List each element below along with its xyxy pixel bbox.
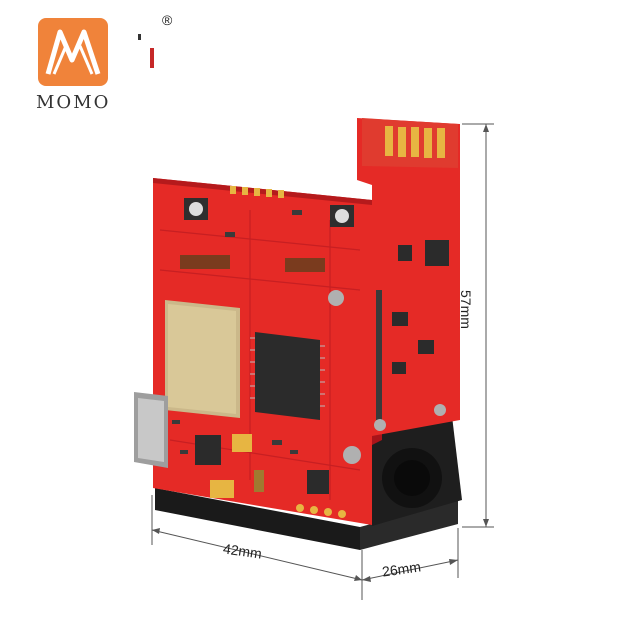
registered-mark: ® [162,12,173,28]
logo-text: MOMO [36,92,111,113]
height-dimension-label: 57mm [458,290,474,329]
main-pcb [134,178,372,525]
logo-bars-icon [138,34,154,68]
logo-mark [38,18,108,86]
brand-logo: MOMO [36,18,116,113]
side-pcb [357,118,460,445]
dimension-lines [151,123,494,600]
lens-housing [155,416,462,550]
